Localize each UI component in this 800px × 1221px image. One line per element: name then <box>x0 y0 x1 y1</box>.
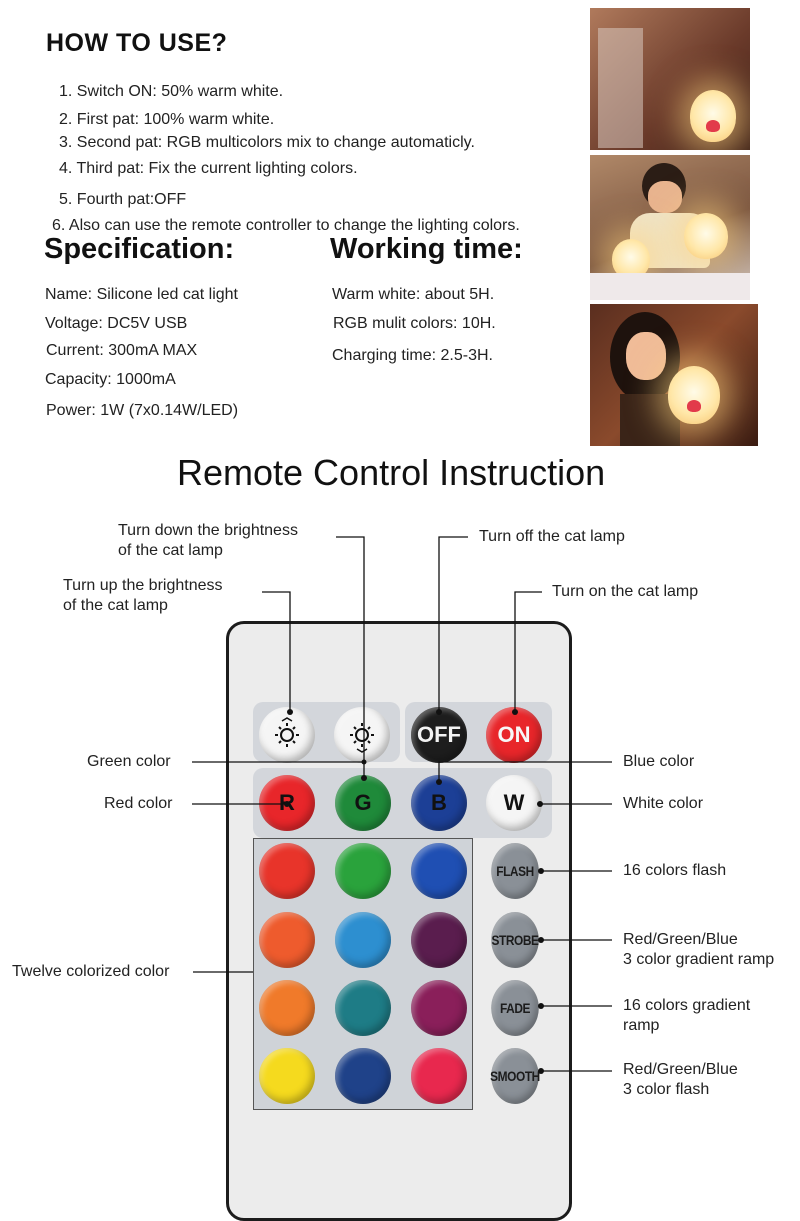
photo-woman-lamp <box>590 304 758 446</box>
label-twelve-colors: Twelve colorized color <box>12 963 170 980</box>
label-brightness-up-1: Turn up the brightness <box>63 577 223 594</box>
remote-title: Remote Control Instruction <box>177 452 606 493</box>
working-time-rgb: RGB mulit colors: 10H. <box>333 315 496 332</box>
label-flash: 16 colors flash <box>623 862 727 879</box>
color-button-3[interactable] <box>411 843 467 899</box>
color-button-6[interactable] <box>411 912 467 968</box>
label-fade-1: 16 colors gradient <box>623 997 751 1014</box>
smooth-button[interactable]: SMOOTH <box>490 1048 540 1104</box>
line-turn-off <box>438 536 468 712</box>
on-button[interactable]: ON <box>486 707 542 763</box>
label-brightness-down-2: of the cat lamp <box>118 542 223 559</box>
color-button-8[interactable] <box>335 980 391 1036</box>
how-to-use-title: HOW TO USE? <box>46 29 228 57</box>
step-5: 5. Fourth pat:OFF <box>59 191 187 208</box>
label-brightness-down-1: Turn down the brightness <box>118 522 298 539</box>
spec-current: Current: 300mA MAX <box>46 342 198 359</box>
spec-name: Name: Silicone led cat light <box>45 286 238 303</box>
label-fade-2: ramp <box>623 1017 660 1034</box>
working-time-warm: Warm white: about 5H. <box>332 286 495 303</box>
line-blue <box>438 761 612 782</box>
label-brightness-up-2: of the cat lamp <box>63 597 168 614</box>
color-button-7[interactable] <box>259 980 315 1036</box>
sun-up-icon <box>275 717 299 747</box>
white-button[interactable]: W <box>486 775 542 831</box>
label-smooth-2: 3 color flash <box>623 1081 710 1098</box>
strobe-button[interactable]: STROBE <box>491 912 539 968</box>
label-red: Red color <box>104 795 173 812</box>
line-turn-on <box>514 591 542 712</box>
label-strobe-2: 3 color gradient ramp <box>623 951 775 968</box>
step-1: 1. Switch ON: 50% warm white. <box>59 83 284 100</box>
label-green: Green color <box>87 753 171 770</box>
step-6: 6. Also can use the remote controller to… <box>52 217 520 234</box>
label-turn-off: Turn off the cat lamp <box>479 528 625 545</box>
color-button-4[interactable] <box>259 912 315 968</box>
spec-capacity: Capacity: 1000mA <box>45 371 176 388</box>
label-blue: Blue color <box>623 753 695 770</box>
photo-child-lamps <box>590 155 750 300</box>
label-turn-on: Turn on the cat lamp <box>552 583 699 600</box>
spec-power: Power: 1W (7x0.14W/LED) <box>46 402 239 419</box>
working-time-charging: Charging time: 2.5-3H. <box>332 347 493 364</box>
label-strobe-1: Red/Green/Blue <box>623 931 738 948</box>
photo-cat-lamp <box>590 8 750 150</box>
flash-button[interactable]: FLASH <box>491 843 539 899</box>
color-button-11[interactable] <box>335 1048 391 1104</box>
label-white: White color <box>623 795 704 812</box>
color-button-9[interactable] <box>411 980 467 1036</box>
color-button-2[interactable] <box>335 843 391 899</box>
step-3: 3. Second pat: RGB multicolors mix to ch… <box>59 134 475 151</box>
off-button[interactable]: OFF <box>411 707 467 763</box>
green-button[interactable]: G <box>335 775 391 831</box>
color-button-5[interactable] <box>335 912 391 968</box>
specification-title: Specification: <box>44 233 235 265</box>
fade-button[interactable]: FADE <box>491 980 539 1036</box>
label-smooth-1: Red/Green/Blue <box>623 1061 738 1078</box>
color-button-12[interactable] <box>411 1048 467 1104</box>
spec-voltage: Voltage: DC5V USB <box>45 315 188 332</box>
brightness-up-button[interactable] <box>259 707 315 763</box>
brightness-down-button[interactable] <box>334 707 390 763</box>
step-2: 2. First pat: 100% warm white. <box>59 111 275 128</box>
line-brightness-up <box>262 591 291 712</box>
sun-down-icon <box>350 723 374 753</box>
color-button-10[interactable] <box>259 1048 315 1104</box>
working-time-title: Working time: <box>330 233 523 265</box>
line-brightness-down <box>336 536 365 778</box>
color-button-1[interactable] <box>259 843 315 899</box>
step-4: 4. Third pat: Fix the current lighting c… <box>59 160 358 177</box>
